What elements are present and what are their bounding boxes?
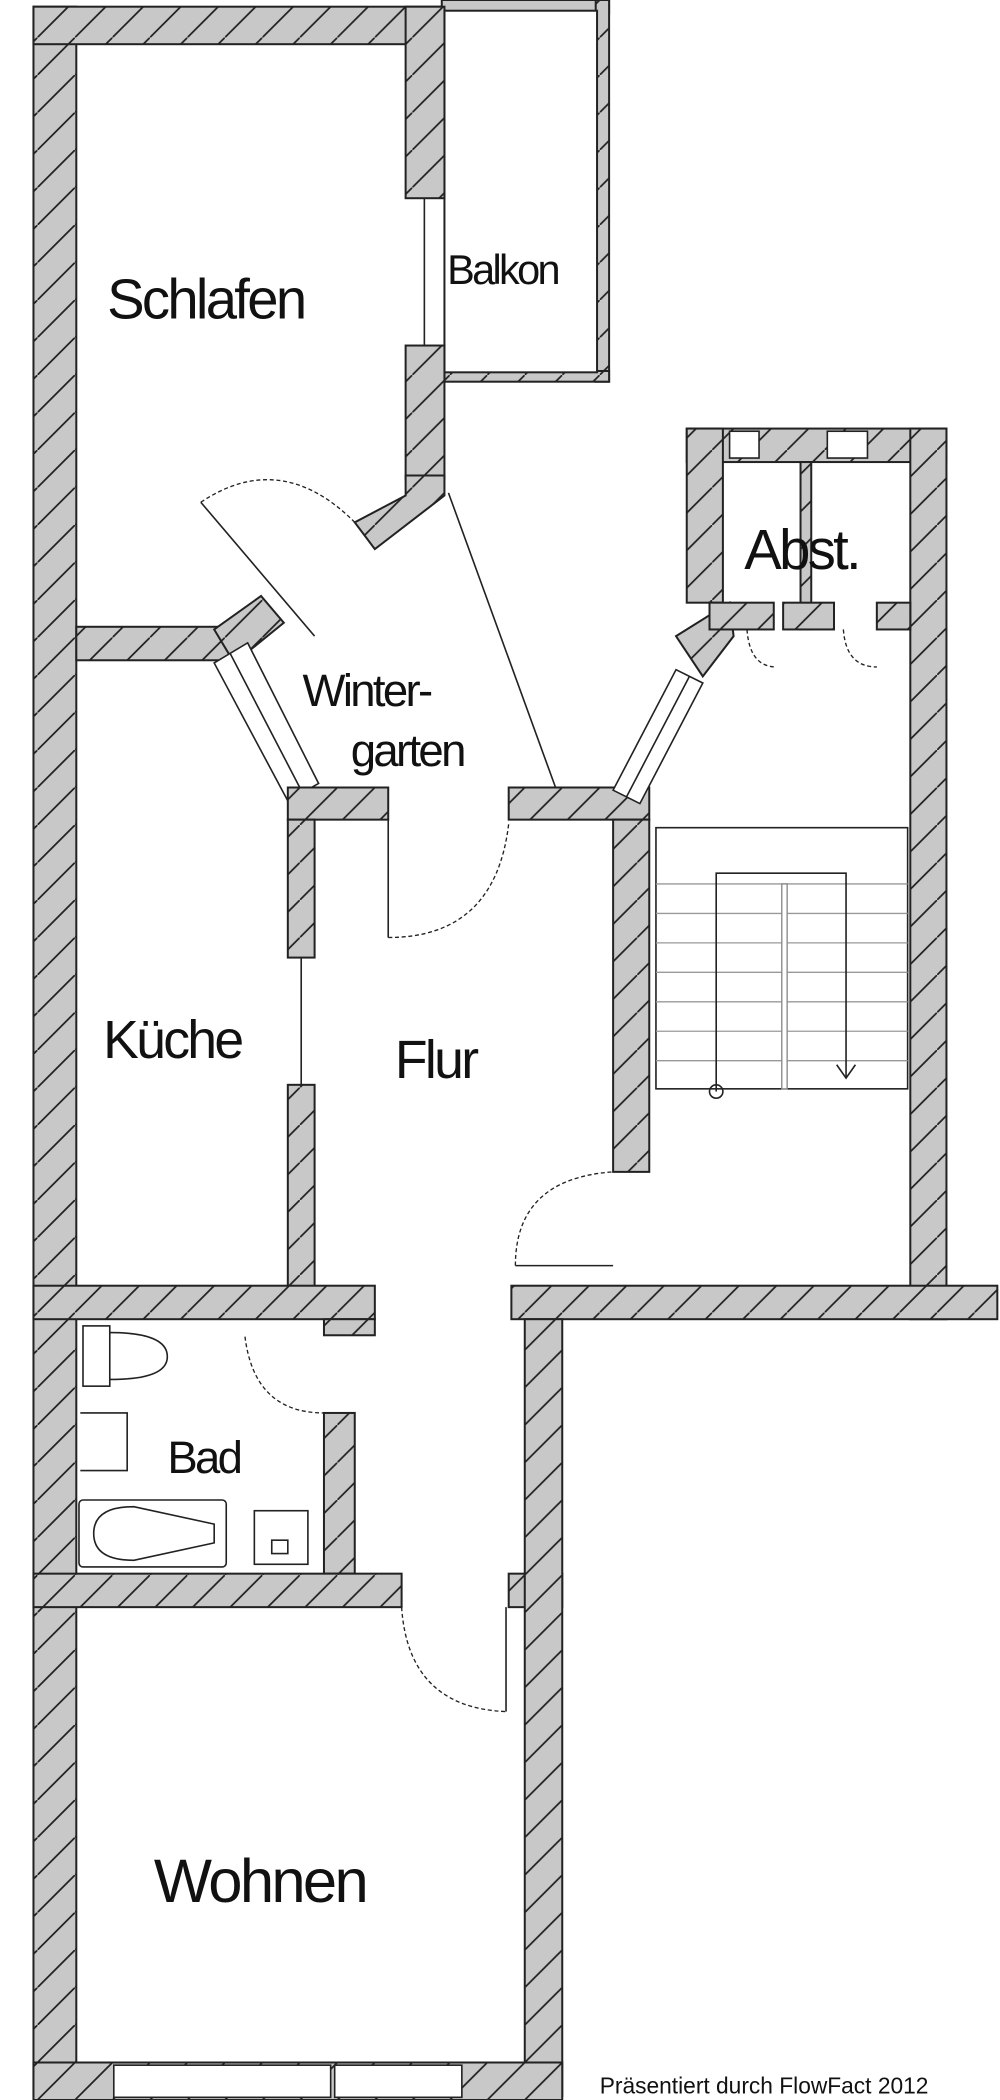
bathroom-fixtures xyxy=(78,1325,309,1568)
room-label-wohnen: Wohnen xyxy=(154,1847,366,1916)
doors xyxy=(200,479,877,1713)
staircase xyxy=(655,826,909,1100)
room-label-kueche: Küche xyxy=(103,1011,242,1070)
room-label-flur: Flur xyxy=(395,1031,478,1090)
walls xyxy=(32,0,999,2100)
room-labels: Schlafen Balkon Abst. Winter- garten Küc… xyxy=(103,246,862,1916)
room-label-wintergarten-1: Winter- xyxy=(303,665,432,716)
room-label-abst: Abst. xyxy=(744,518,859,581)
credit-text: Präsentiert durch FlowFact 2012 xyxy=(600,2072,929,2098)
room-label-balkon: Balkon xyxy=(447,246,558,293)
room-label-bad: Bad xyxy=(167,1432,240,1483)
room-label-wintergarten-2: garten xyxy=(351,725,464,776)
room-label-schlafen: Schlafen xyxy=(107,268,304,331)
